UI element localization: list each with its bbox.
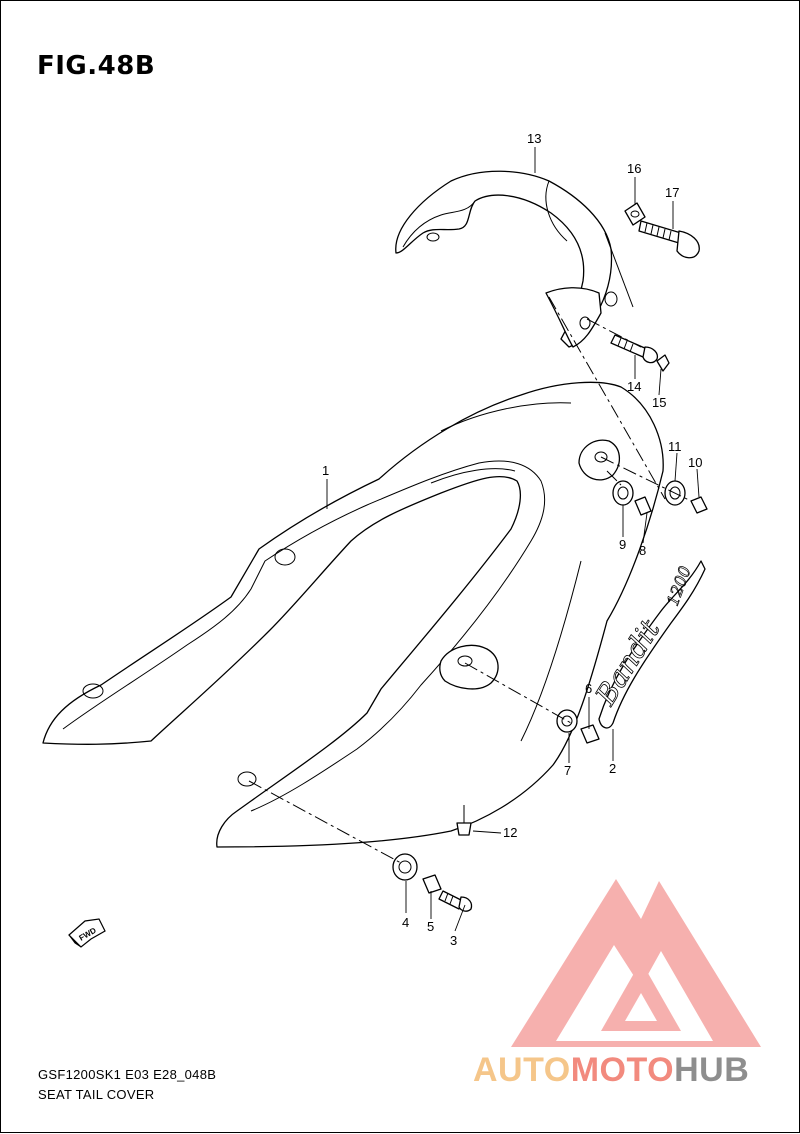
callout-10: 10 xyxy=(688,455,702,470)
grab-rail xyxy=(395,170,634,348)
nut-15 xyxy=(656,354,670,372)
watermark-text: AUTOMOTOHUB xyxy=(473,1051,749,1090)
grommet-9 xyxy=(612,480,634,506)
callout-16: 16 xyxy=(627,161,641,176)
callout-11: 11 xyxy=(668,439,682,454)
screw-3 xyxy=(438,890,473,912)
bolt-17 xyxy=(638,220,700,259)
callout-7: 7 xyxy=(564,763,571,778)
callout-13: 13 xyxy=(527,131,541,146)
callout-8: 8 xyxy=(639,543,646,558)
callout-4: 4 xyxy=(402,915,409,930)
callout-6: 6 xyxy=(585,681,592,696)
watermark-part-auto: AUTO xyxy=(473,1051,571,1089)
callout-14: 14 xyxy=(627,379,641,394)
bolt-14 xyxy=(610,334,659,364)
watermark-logo-icon xyxy=(511,879,761,1047)
rivet-12 xyxy=(456,805,472,836)
grommet-7 xyxy=(556,709,578,733)
callout-3: 3 xyxy=(450,933,457,948)
watermark-part-moto: MOTO xyxy=(570,1051,675,1089)
callout-12: 12 xyxy=(503,825,517,840)
figure-title: FIG.48B xyxy=(37,51,156,81)
nut-10 xyxy=(690,496,708,514)
seat-tail-cover xyxy=(42,381,664,848)
callout-2: 2 xyxy=(609,761,616,776)
grommet-4 xyxy=(392,853,418,881)
assembly-line xyxy=(248,780,402,864)
washer-16 xyxy=(624,202,646,226)
collar-6 xyxy=(580,724,600,744)
model-code: GSF1200SK1 E03 E28_048B xyxy=(38,1067,217,1082)
assembly-line xyxy=(606,470,622,486)
callout-1: 1 xyxy=(322,463,329,478)
assembly-line xyxy=(464,662,572,724)
collar-8 xyxy=(634,496,652,516)
section-name: SEAT TAIL COVER xyxy=(38,1087,155,1102)
callout-15: 15 xyxy=(652,395,666,410)
callout-17: 17 xyxy=(665,185,679,200)
callout-5: 5 xyxy=(427,919,434,934)
collar-5 xyxy=(422,874,442,894)
assembly-line xyxy=(548,296,666,500)
watermark-part-hub: HUB xyxy=(674,1051,750,1089)
assembly-line xyxy=(586,318,642,348)
assembly-line xyxy=(600,456,692,502)
callout-9: 9 xyxy=(619,537,626,552)
forward-arrow-icon: FWD xyxy=(68,918,106,948)
